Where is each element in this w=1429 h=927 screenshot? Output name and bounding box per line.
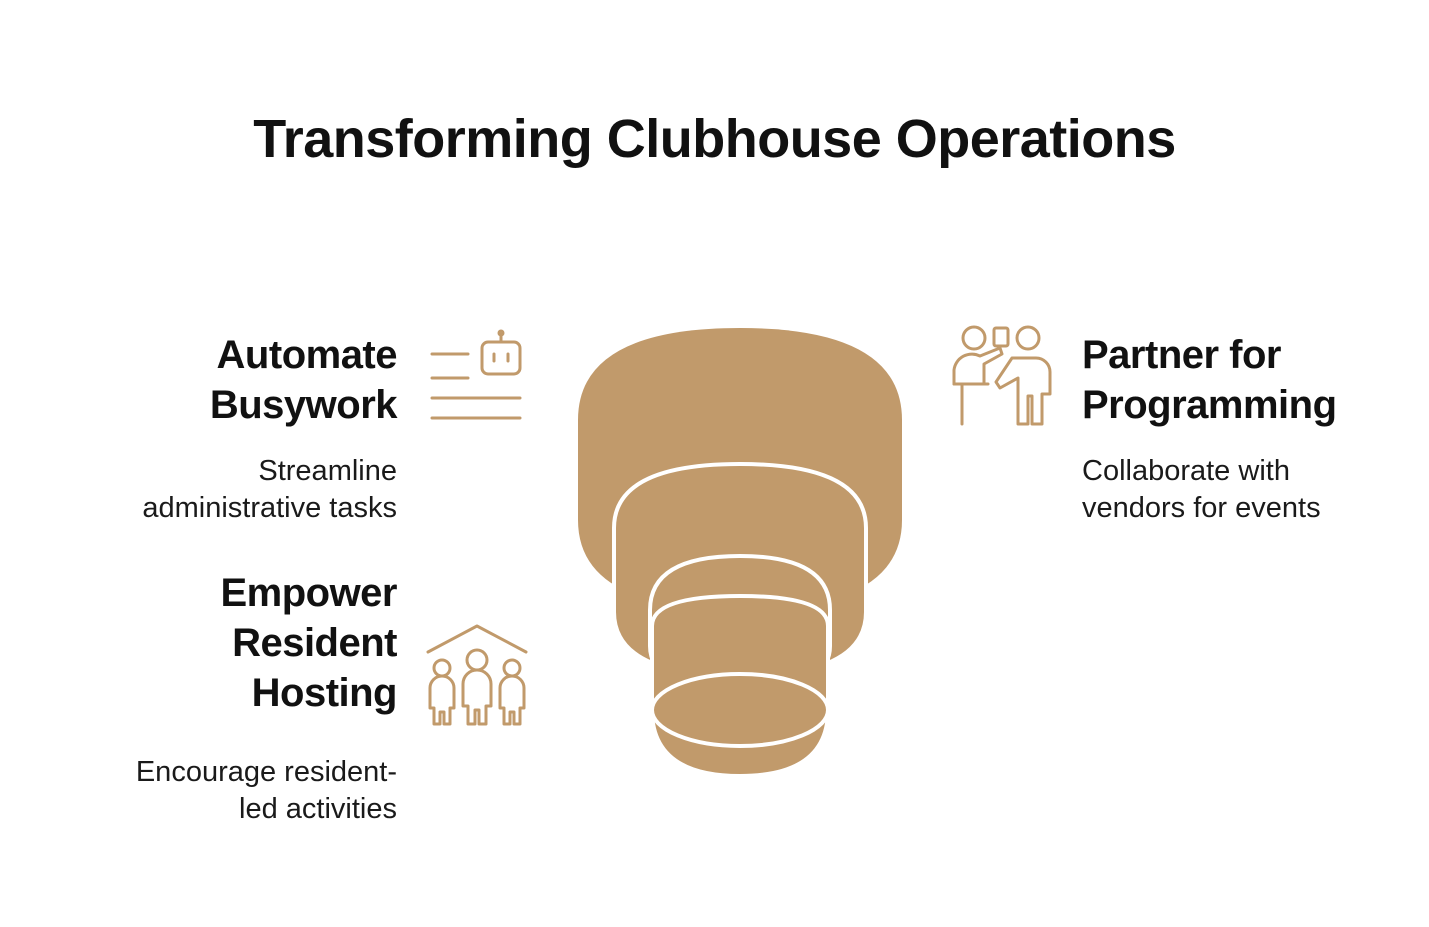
partner-heading-line-1: Partner for bbox=[1082, 333, 1281, 377]
automate-busywork-heading: Automate Busywork bbox=[209, 330, 398, 430]
empower-resident-hosting-description: Encourage resident- led activities bbox=[136, 754, 397, 828]
automate-heading-line-2: Busywork bbox=[209, 383, 398, 427]
automate-desc-line-1: Streamline bbox=[258, 455, 397, 487]
automate-busywork-description: Streamline administrative tasks bbox=[142, 453, 397, 527]
cylinder-tier-4 bbox=[650, 593, 830, 779]
automate-desc-line-2: administrative tasks bbox=[142, 492, 397, 524]
partner-desc-line-2: vendors for events bbox=[1082, 492, 1321, 524]
partner-desc-line-1: Collaborate with bbox=[1082, 455, 1290, 487]
partner-for-programming-description: Collaborate with vendors for events bbox=[1082, 453, 1321, 527]
stacked-cylinders-diagram bbox=[578, 328, 902, 779]
page-title: Transforming Clubhouse Operations bbox=[253, 109, 1176, 169]
empower-desc-line-2: led activities bbox=[239, 793, 397, 825]
empower-heading-line-3: Hosting bbox=[251, 671, 398, 715]
empower-resident-hosting-heading: Empower Resident Hosting bbox=[220, 568, 397, 718]
empower-heading-line-2: Resident bbox=[232, 621, 397, 665]
community-house-icon bbox=[426, 624, 528, 726]
automate-heading-line-1: Automate bbox=[216, 333, 398, 377]
presenter-collaboration-icon bbox=[952, 325, 1052, 426]
partner-heading-line-2: Programming bbox=[1082, 383, 1337, 427]
empower-heading-line-1: Empower bbox=[220, 571, 397, 615]
partner-for-programming-heading: Partner for Programming bbox=[1082, 330, 1337, 430]
robot-checklist-icon bbox=[430, 329, 522, 420]
empower-desc-line-1: Encourage resident- bbox=[135, 756, 397, 788]
